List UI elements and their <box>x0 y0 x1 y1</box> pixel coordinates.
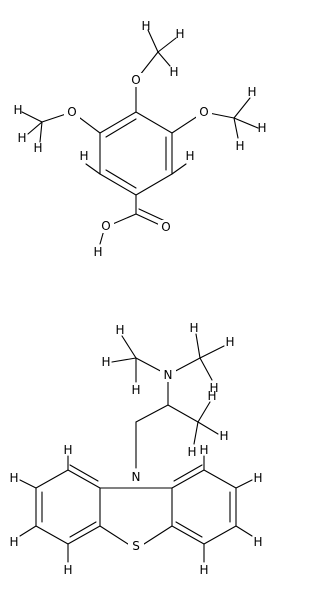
bond <box>175 521 203 538</box>
oxygen-atom: O <box>101 219 110 233</box>
bond <box>19 525 37 537</box>
bond <box>167 404 199 423</box>
bond <box>27 121 43 135</box>
nitrogen-atom: N <box>132 470 141 484</box>
bond <box>233 117 239 139</box>
hydrogen-atom: H <box>9 471 18 485</box>
label-background <box>128 470 144 484</box>
bond <box>197 401 211 423</box>
hydrogen-atom: H <box>187 445 196 459</box>
hydrogen-atom: H <box>199 443 208 457</box>
bond <box>157 37 177 53</box>
bond <box>67 469 101 489</box>
hydrogen-atom: H <box>93 245 102 259</box>
sulfur-atom: S <box>132 539 140 553</box>
label-background <box>128 539 144 553</box>
bond <box>67 525 101 545</box>
bond <box>35 469 69 489</box>
hydrogen-atom: H <box>185 149 194 163</box>
bond <box>203 469 237 489</box>
bond <box>233 97 251 119</box>
label-background <box>64 105 80 119</box>
label-background <box>98 219 114 233</box>
bond <box>135 173 173 196</box>
bond <box>19 479 37 489</box>
hydrogen-atom: H <box>257 121 266 135</box>
hydrogen-atom: H <box>79 149 88 163</box>
hydrogen-atom: H <box>33 141 42 155</box>
bond <box>171 525 205 545</box>
hydrogen-atom: H <box>175 27 184 41</box>
hydrogen-atom: H <box>63 563 72 577</box>
bond <box>147 29 159 53</box>
hydrogen-atom: H <box>219 429 228 443</box>
hydrogen-atom: H <box>253 471 262 485</box>
bond <box>105 118 137 138</box>
hydrogen-atom: H <box>225 335 234 349</box>
bond <box>199 345 225 359</box>
bond <box>203 525 237 545</box>
oxygen-atom: O <box>131 73 140 87</box>
hydrogen-atom: H <box>235 139 244 153</box>
bond <box>105 169 137 189</box>
bond <box>135 213 163 227</box>
bond <box>135 111 173 134</box>
molecule-phenothiazine-amine: N N S H H H H H H H H H H H H H H H H H <box>9 321 262 577</box>
structure-canvas: O O O O O H H H H H H H H H H H H <box>9 19 266 577</box>
bond <box>99 111 137 134</box>
oxygen-atom: O <box>67 105 76 119</box>
bond <box>69 464 99 482</box>
label-background <box>128 73 144 87</box>
oxygen-atom: O <box>161 220 170 234</box>
bond <box>121 335 137 359</box>
oxygen-atom: O <box>199 105 208 119</box>
bond <box>99 525 129 545</box>
bond <box>171 163 187 175</box>
bond <box>235 479 253 489</box>
bond <box>99 173 137 196</box>
bond <box>171 469 205 489</box>
molecule-trimethoxybenzoic-acid: O O O O O H H H H H H H H H H H H <box>13 19 266 259</box>
nitrogen-atom: N <box>164 368 173 382</box>
label-background <box>160 368 176 382</box>
hydrogen-atom: H <box>141 19 150 33</box>
hydrogen-atom: H <box>63 443 72 457</box>
bond <box>173 464 203 482</box>
hydrogen-atom: H <box>131 383 140 397</box>
hydrogen-atom: H <box>253 535 262 549</box>
hydrogen-atom: H <box>13 103 22 117</box>
hydrogen-atom: H <box>115 323 124 337</box>
bond <box>69 521 97 538</box>
hydrogen-atom: H <box>189 321 198 335</box>
hydrogen-atom: H <box>9 535 18 549</box>
bond <box>195 333 201 359</box>
bond <box>235 525 253 537</box>
hydrogen-atom: H <box>207 389 216 403</box>
hydrogen-atom: H <box>199 563 208 577</box>
hydrogen-atom: H <box>247 85 256 99</box>
bond <box>21 111 43 123</box>
bond <box>193 421 199 445</box>
hydrogen-atom: H <box>17 131 26 145</box>
label-background <box>196 105 212 119</box>
bond <box>233 117 259 129</box>
hydrogen-atom: H <box>169 65 178 79</box>
label-background <box>158 220 174 234</box>
bond <box>197 421 219 435</box>
chemical-structure-diagram: O O O O O H H H H H H H H H H H H <box>9 19 266 577</box>
bond <box>111 357 137 363</box>
hydrogen-atom: H <box>209 381 218 395</box>
bond <box>85 163 101 175</box>
bond <box>199 357 213 381</box>
hydrogen-atom: H <box>101 355 110 369</box>
bond <box>35 525 69 545</box>
bond <box>135 404 169 423</box>
bond <box>138 208 166 222</box>
bond <box>39 121 43 143</box>
bond <box>157 51 171 67</box>
bond <box>143 525 173 545</box>
